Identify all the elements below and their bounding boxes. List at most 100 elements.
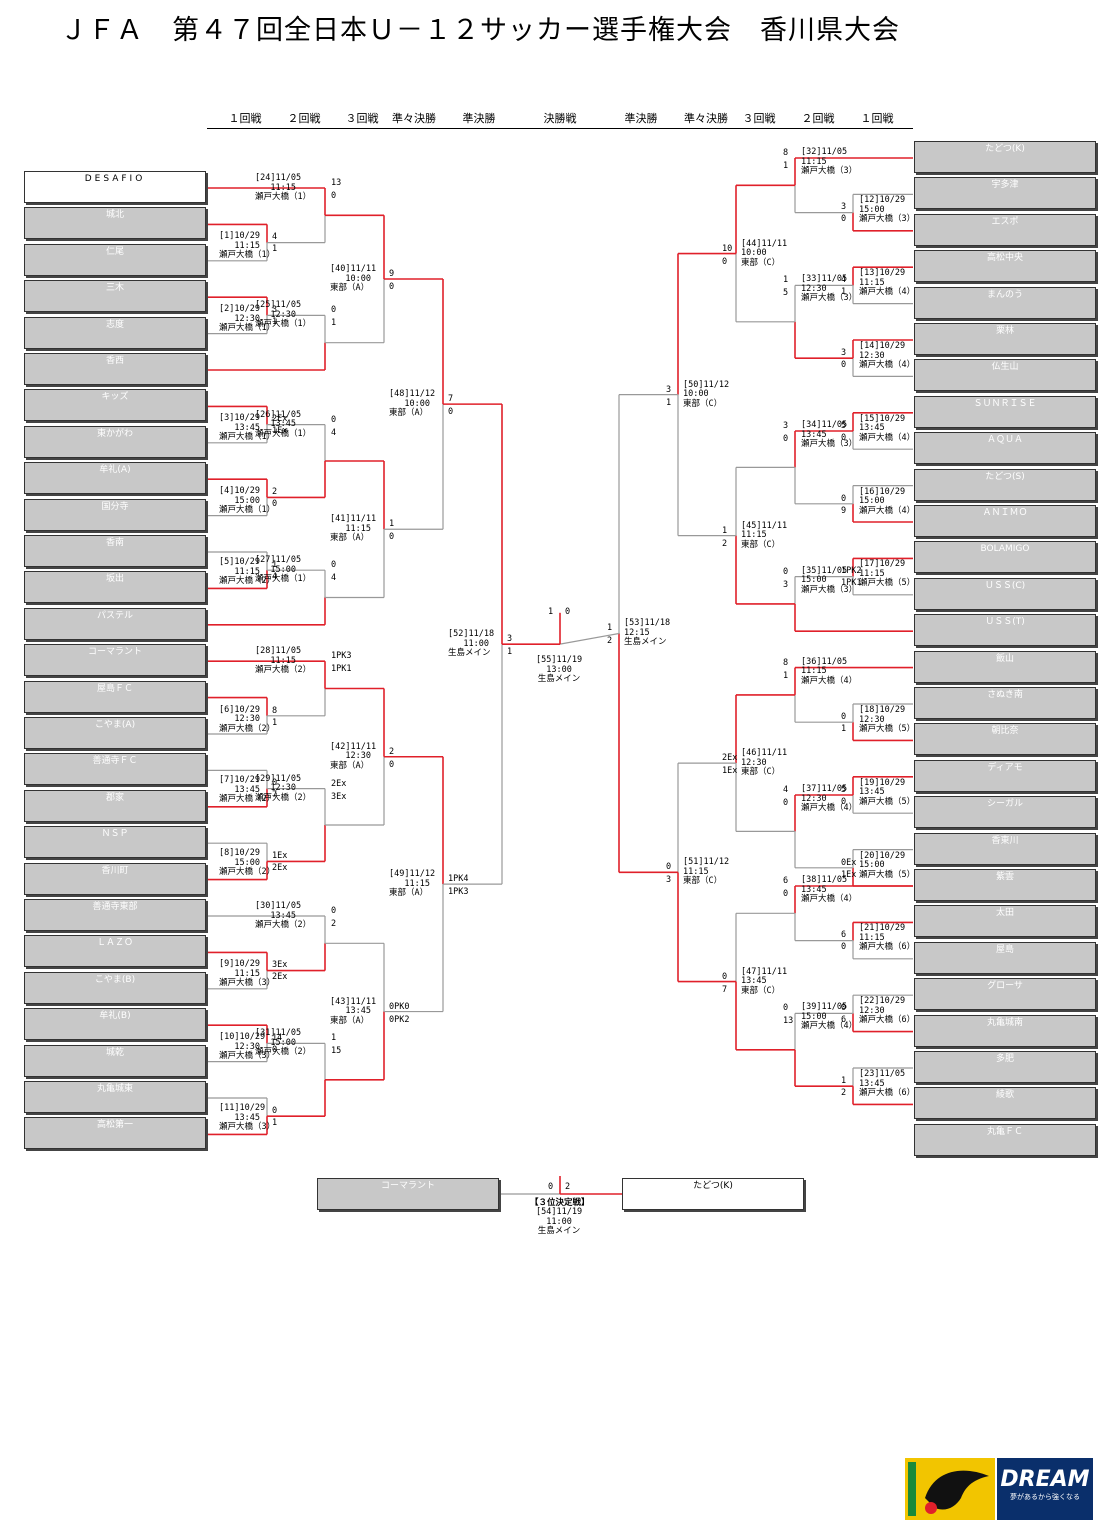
match-score: 4	[331, 427, 337, 438]
team-box: ＡＮＩＭＯ	[914, 505, 1096, 537]
team-box: たどつ(S)	[914, 468, 1096, 501]
match-info: [25]11/05 12:30 瀬戸大橋（1）	[255, 300, 312, 330]
final-info: [55]11/19 13:00 生島メイン	[536, 655, 583, 685]
match-info: [11]10/29 13:45 瀬戸大橋（3）	[219, 1103, 276, 1132]
match-score: 0	[841, 942, 847, 953]
match-score: 0	[783, 1003, 789, 1014]
jfa-crow-icon	[905, 1458, 995, 1520]
match-score: 0	[666, 862, 672, 873]
match-info: [29]11/05 12:30 瀬戸大橋（2）	[255, 773, 312, 803]
match-score: 0	[272, 1106, 278, 1116]
round-header: １回戦	[228, 112, 262, 125]
round-header: 準々決勝	[684, 112, 728, 125]
match-score: 15	[331, 1046, 342, 1057]
team-box: ＡＱＵＡ	[914, 432, 1096, 465]
match-score: 0	[448, 407, 454, 418]
match-score: 9	[841, 505, 847, 516]
round-header: １回戦	[860, 112, 894, 125]
match-score: 0	[783, 566, 789, 577]
match-info: [3]10/29 13:45 瀬戸大橋（1）	[219, 413, 276, 443]
match-info: [5]10/29 11:15 瀬戸大橋（2）	[219, 557, 276, 586]
round-header: ２回戦	[287, 112, 321, 125]
match-score: 8	[783, 148, 789, 158]
team-box: たどつ(K)	[914, 141, 1096, 173]
team-box: 香西	[24, 353, 206, 385]
match-score: 0	[841, 1003, 847, 1014]
team-box: 飯山	[914, 650, 1096, 683]
round-header: ３回戦	[345, 112, 379, 125]
match-score: 2Ex	[722, 753, 738, 764]
match-score: 1PK1	[331, 664, 352, 675]
match-score: 0	[841, 796, 847, 807]
team-box: 香南	[24, 535, 206, 567]
match-info: [47]11/11 13:45 東部（C）	[741, 966, 788, 996]
team-box: 善通寺東部	[24, 899, 206, 931]
match-score: 0	[841, 493, 847, 504]
match-info: [50]11/12 10:00 東部（C）	[683, 379, 730, 409]
match-score: 0	[783, 798, 789, 808]
match-info: [26]11/05 13:45 瀬戸大橋（1）	[255, 409, 312, 439]
team-box: 多肥	[914, 1051, 1096, 1083]
match-score: 2	[841, 1088, 847, 1098]
team-box: こやま(B)	[24, 971, 206, 1004]
match-score: 3	[841, 348, 847, 358]
round-header: ３回戦	[742, 112, 776, 125]
match-score: 1	[272, 244, 278, 255]
team-box: 牟礼(B)	[24, 1008, 206, 1041]
match-score: 0	[389, 759, 395, 770]
match-info: [44]11/11 10:00 東部（C）	[741, 238, 788, 268]
match-info: [10]10/29 12:30 瀬戸大橋（3）	[219, 1032, 276, 1062]
match-score: 7	[722, 984, 728, 995]
match-score: 0	[841, 432, 847, 443]
team-box: 宇多津	[914, 177, 1096, 210]
match-score: 8	[783, 657, 789, 668]
team-box: ＵＳＳ(C)	[914, 577, 1096, 610]
match-score: 1	[783, 275, 789, 286]
match-score: 13	[783, 1016, 794, 1027]
match-score: 1	[783, 161, 789, 171]
match-score: 6	[841, 930, 847, 941]
match-info: [40]11/11 10:00 東部（A）	[330, 264, 377, 293]
match-info: [53]11/18 12:15 生島メイン	[624, 618, 671, 648]
match-info: [34]11/05 13:45 瀬戸大橋（3）	[801, 420, 858, 449]
team-box: 城乾	[24, 1044, 206, 1077]
match-info: [27]11/05 15:00 瀬戸大橋（1）	[255, 555, 312, 585]
match-score: 6	[783, 876, 789, 886]
match-score: 2	[607, 636, 613, 647]
match-info: [19]10/29 13:45 瀬戸大橋（5）	[859, 777, 916, 807]
match-score: 0	[389, 532, 395, 543]
match-info: [16]10/29 15:00 瀬戸大橋（4）	[859, 486, 916, 516]
match-score: 1Ex	[722, 766, 738, 777]
match-info: [22]10/29 12:30 瀬戸大橋（6）	[859, 996, 916, 1026]
match-score: 4	[783, 785, 789, 795]
round-header: 決勝戦	[543, 112, 577, 125]
match-info: [43]11/11 13:45 東部（A）	[330, 996, 377, 1026]
match-info: [21]10/29 11:15 瀬戸大橋（6）	[859, 923, 916, 953]
match-score: 4	[841, 275, 847, 286]
match-info: [23]11/05 13:45 瀬戸大橋（6）	[859, 1069, 916, 1098]
match-score: 0	[841, 712, 847, 722]
match-score: 1PK3	[448, 887, 469, 898]
match-info: [6]10/29 12:30 瀬戸大橋（2）	[219, 704, 276, 734]
match-score: 14	[272, 1033, 283, 1044]
third-info: [54]11/19 11:00 生島メイン	[536, 1207, 583, 1236]
match-score: 7	[272, 790, 278, 801]
match-score: 2	[331, 919, 337, 929]
match-score: 3Ex	[331, 791, 347, 802]
team-box: 国分寺	[24, 498, 206, 531]
match-info: [28]11/05 11:15 瀬戸大橋（2）	[255, 646, 312, 676]
match-score: 1	[272, 317, 278, 328]
match-score: 1PK1	[841, 578, 862, 589]
match-score: 1	[607, 623, 613, 634]
team-box: さぬき南	[914, 687, 1096, 719]
match-score: 5	[783, 288, 789, 299]
match-score: 1	[507, 647, 513, 658]
match-score: 0PK0	[389, 1001, 410, 1012]
match-info: [48]11/12 10:00 東部（A）	[389, 389, 436, 419]
match-score: 0	[331, 414, 337, 425]
header-rule	[207, 128, 913, 129]
team-box: キッズ	[24, 389, 206, 422]
match-score: 0	[722, 971, 728, 982]
match-score: 1	[331, 1033, 337, 1044]
